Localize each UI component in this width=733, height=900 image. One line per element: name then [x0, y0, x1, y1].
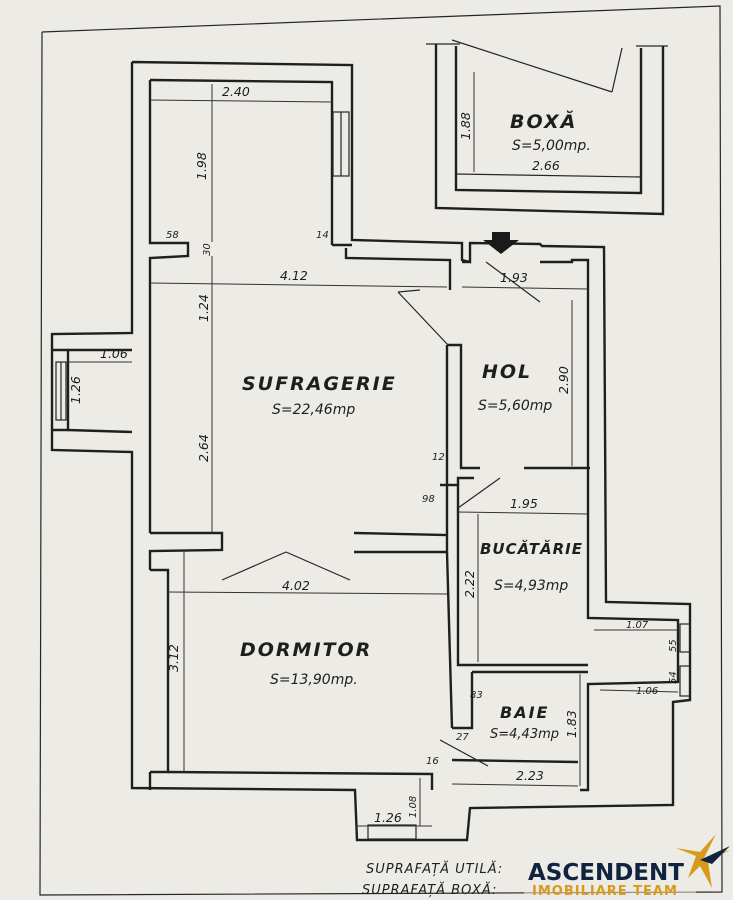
dim-bucatarie-height: 2.22: [462, 570, 477, 598]
room-area-dormitor: S=13,90mp.: [270, 672, 358, 688]
dim-bottom-niche-width: 1.26: [374, 810, 402, 825]
dim-bottom-niche-height: 1.08: [408, 796, 419, 818]
dim-bucatarie-width: 1.95: [510, 496, 538, 511]
entrance-arrow-icon: [483, 232, 519, 254]
dim-boxa-width: 2.66: [532, 158, 560, 173]
windows: [55, 111, 691, 840]
dim-top-height: 1.98: [194, 152, 209, 180]
dim-27: 27: [456, 732, 469, 743]
dim-window-left-height: 1.26: [68, 376, 83, 404]
room-name-baie: BAIE: [500, 703, 549, 722]
dim-sufragerie-h2: 2.64: [196, 434, 211, 462]
room-area-baie: S=4,43mp: [490, 727, 559, 742]
dim-hol-width: 1.93: [500, 270, 528, 285]
dim-54: 54: [668, 671, 679, 684]
dim-58: 58: [166, 230, 179, 241]
logo-tagline: IMOBILIARE TEAM: [532, 884, 678, 899]
room-name-sufragerie: SUFRAGERIE: [242, 373, 397, 395]
paper-frame: [39, 5, 723, 896]
door-swings: [221, 261, 541, 767]
dim-83: 83: [470, 690, 483, 701]
logo-name: ASCENDENT: [528, 860, 684, 886]
useful-area-label: SUPRAFAȚĂ UTILĂ:: [366, 861, 503, 877]
interior-walls: [148, 343, 590, 790]
outer-walls: [50, 60, 692, 842]
dim-55: 55: [668, 639, 679, 652]
dim-baie-height: 1.83: [564, 710, 579, 738]
room-area-boxa: S=5,00mp.: [512, 138, 591, 154]
room-area-hol: S=5,60mp: [478, 398, 552, 414]
dim-top-width: 2.40: [222, 84, 250, 99]
room-name-boxa: BOXĂ: [510, 109, 577, 133]
room-area-bucatarie: S=4,93mp: [494, 578, 568, 594]
agency-logo: ASCENDENT IMOBILIARE TEAM: [524, 834, 730, 899]
dim-hol-height: 2.90: [556, 366, 571, 394]
dim-12: 12: [432, 452, 445, 463]
storage-walls: [426, 39, 668, 216]
room-name-dormitor: DORMITOR: [240, 639, 372, 661]
dim-98: 98: [422, 494, 435, 505]
dim-dormitor-height: 3.12: [166, 644, 181, 672]
star-icon: [676, 834, 730, 888]
dim-30: 30: [202, 243, 213, 256]
dim-bath-window: 1.06: [636, 686, 658, 697]
dim-sufragerie-h1: 1.24: [196, 294, 211, 322]
dimension-lines: [68, 72, 679, 827]
room-area-sufragerie: S=22,46mp: [272, 402, 355, 418]
dim-sufragerie-width: 4.12: [280, 268, 308, 283]
room-name-hol: HOL: [482, 361, 532, 383]
dim-kitchen-window: 1.07: [626, 620, 649, 631]
room-name-bucatarie: BUCĂTĂRIE: [480, 539, 583, 558]
storage-area-label: SUPRAFAȚĂ BOXĂ:: [362, 882, 497, 898]
dim-baie-width: 2.23: [516, 768, 544, 783]
dim-14: 14: [316, 230, 329, 241]
dim-boxa-height: 1.88: [458, 112, 473, 140]
dim-dormitor-width: 4.02: [282, 578, 310, 593]
dim-16: 16: [426, 756, 439, 767]
dim-window-left-width: 1.06: [100, 346, 128, 361]
